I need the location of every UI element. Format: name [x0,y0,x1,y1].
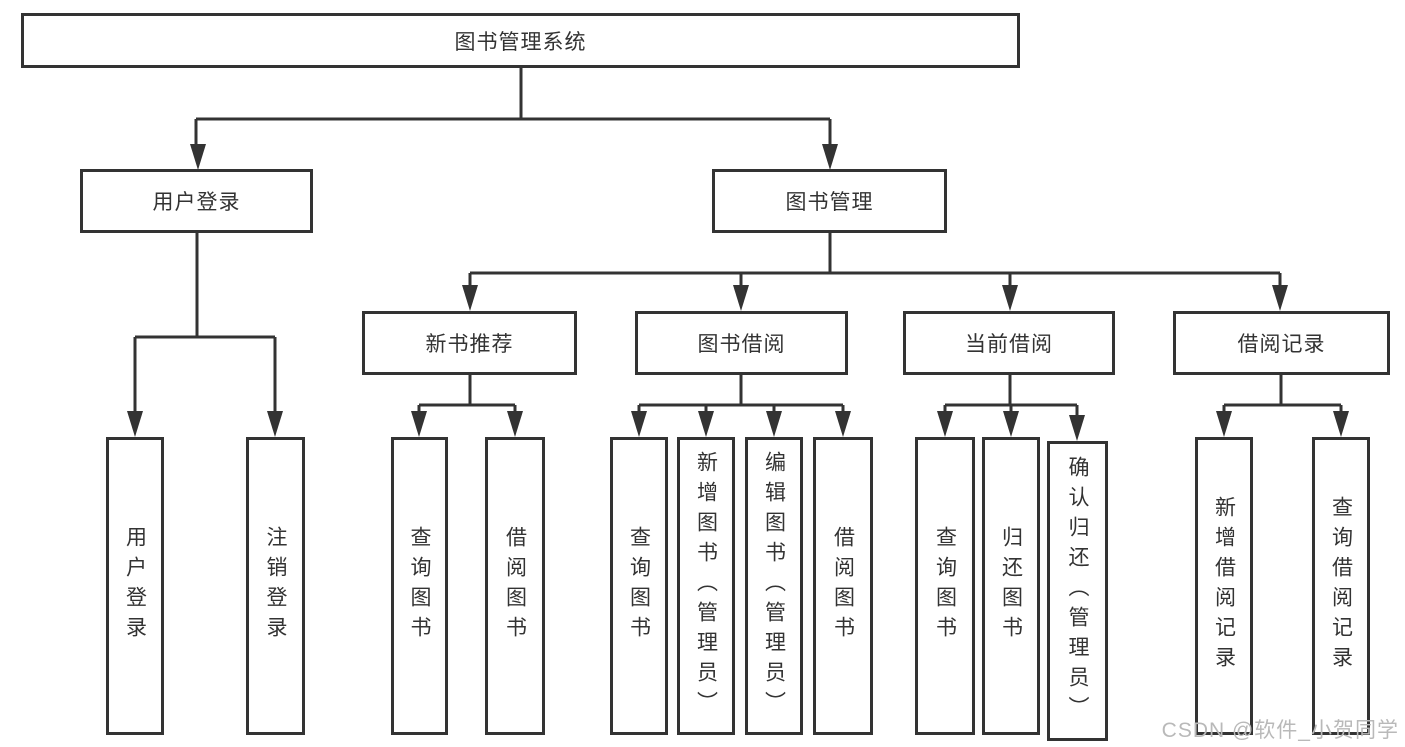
leaf-query-books-recommend: 查询图书 [391,437,448,735]
leaf-edit-book-admin: 编辑图书（管理员） [745,437,803,735]
leaf-add-book-admin: 新增图书（管理员） [677,437,735,735]
leaf-query-books-current: 查询图书 [915,437,975,735]
node-new-book-recommend: 新书推荐 [362,311,577,375]
node-current-borrow: 当前借阅 [903,311,1115,375]
csdn-watermark: CSDN @软件_小贺同学 [1161,719,1399,742]
leaf-add-borrow-record: 新增借阅记录 [1195,437,1253,735]
leaf-query-borrow-record: 查询借阅记录 [1312,437,1370,735]
leaf-return-book: 归还图书 [982,437,1040,735]
leaf-logout: 注销登录 [246,437,305,735]
node-user-login: 用户登录 [80,169,313,233]
node-book-borrow: 图书借阅 [635,311,848,375]
leaf-confirm-return-admin: 确认归还（管理员） [1047,441,1108,741]
node-root-library-system: 图书管理系统 [21,13,1020,68]
leaf-borrow-books: 借阅图书 [813,437,873,735]
leaf-user-login: 用户登录 [106,437,164,735]
leaf-borrow-books-recommend: 借阅图书 [485,437,545,735]
node-borrow-records: 借阅记录 [1173,311,1390,375]
node-book-management: 图书管理 [712,169,947,233]
leaf-query-books-borrow: 查询图书 [610,437,668,735]
